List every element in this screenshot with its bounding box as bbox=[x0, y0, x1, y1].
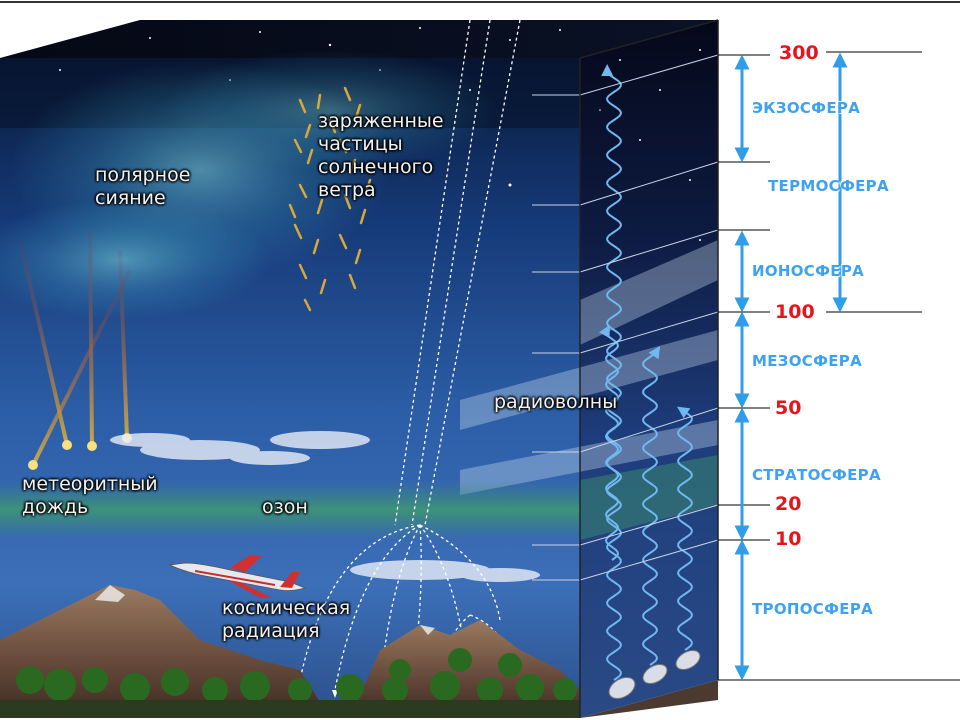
ground bbox=[0, 700, 580, 718]
stars bbox=[59, 27, 701, 241]
troposphere-label: ТРОПОСФЕРА bbox=[752, 600, 874, 618]
thermosphere-label: ТЕРМОСФЕРА bbox=[768, 177, 889, 195]
stratosphere-label: СТРАТОСФЕРА bbox=[752, 466, 881, 484]
exosphere-label: ЭКЗОСФЕРА bbox=[752, 99, 861, 117]
box-top-face bbox=[0, 20, 718, 58]
airplane bbox=[168, 555, 307, 598]
solar-wind-particles bbox=[288, 86, 372, 312]
altitude-100: 100 bbox=[775, 301, 815, 323]
meteor-trails bbox=[18, 229, 132, 470]
altitude-20: 20 bbox=[775, 493, 802, 515]
clouds bbox=[110, 431, 540, 582]
radio-waves-label: радиоволны bbox=[494, 391, 618, 413]
altitude-10: 10 bbox=[775, 528, 802, 550]
cosmic-radiation-label: космическая радиация bbox=[222, 597, 351, 642]
layer-arrows bbox=[734, 52, 848, 681]
ozone-band bbox=[0, 480, 580, 540]
altitude-50: 50 bbox=[775, 397, 802, 419]
box-edges bbox=[579, 19, 719, 718]
aurora-label: полярное сияние bbox=[95, 164, 191, 209]
radio-waves bbox=[598, 64, 693, 681]
altitude-300: 300 bbox=[779, 42, 819, 64]
ozone-label: озон bbox=[262, 496, 308, 518]
layer-leader-lines bbox=[532, 54, 719, 581]
trees bbox=[16, 648, 577, 703]
charged-particles-label: заряженные частицы солнечного ветра bbox=[318, 110, 444, 201]
meteor-shower-label: метеоритный дождь bbox=[22, 473, 158, 518]
ionosphere-label: ИОНОСФЕРА bbox=[752, 262, 865, 280]
mesosphere-label: МЕЗОСФЕРА bbox=[752, 352, 863, 370]
satellite-dishes bbox=[608, 650, 701, 699]
